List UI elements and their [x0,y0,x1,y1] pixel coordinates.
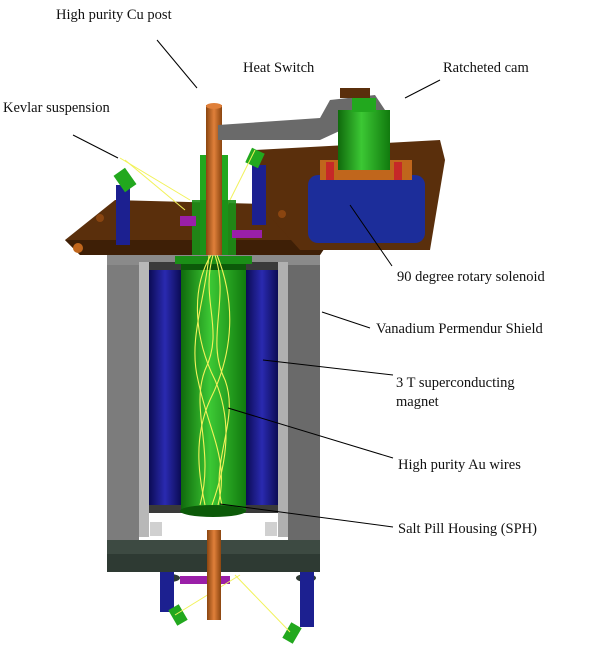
rotary-solenoid [308,98,425,243]
lower-supports [160,572,314,644]
label-au-wires: High purity Au wires [398,457,521,473]
au-wires [194,254,231,506]
leader-lines [72,39,441,528]
label-kevlar-suspension: Kevlar suspension [3,100,110,116]
label-magnet-line2: magnet [396,394,439,410]
label-rotary-solenoid: 90 degree rotary solenoid [397,269,546,285]
label-cu-post: High purity Cu post [56,7,172,23]
label-heat-switch: Heat Switch [243,60,315,76]
upper-kevlar-posts [113,147,266,245]
label-vanadium-shield: Vanadium Permendur Shield [376,321,543,337]
copper-post [206,103,222,620]
salt-pill-housing [175,256,252,517]
label-ratcheted-cam: Ratcheted cam [443,60,529,76]
label-magnet-line1: 3 T superconducting [396,375,515,391]
label-salt-pill-housing: Salt Pill Housing (SPH) [398,521,537,537]
